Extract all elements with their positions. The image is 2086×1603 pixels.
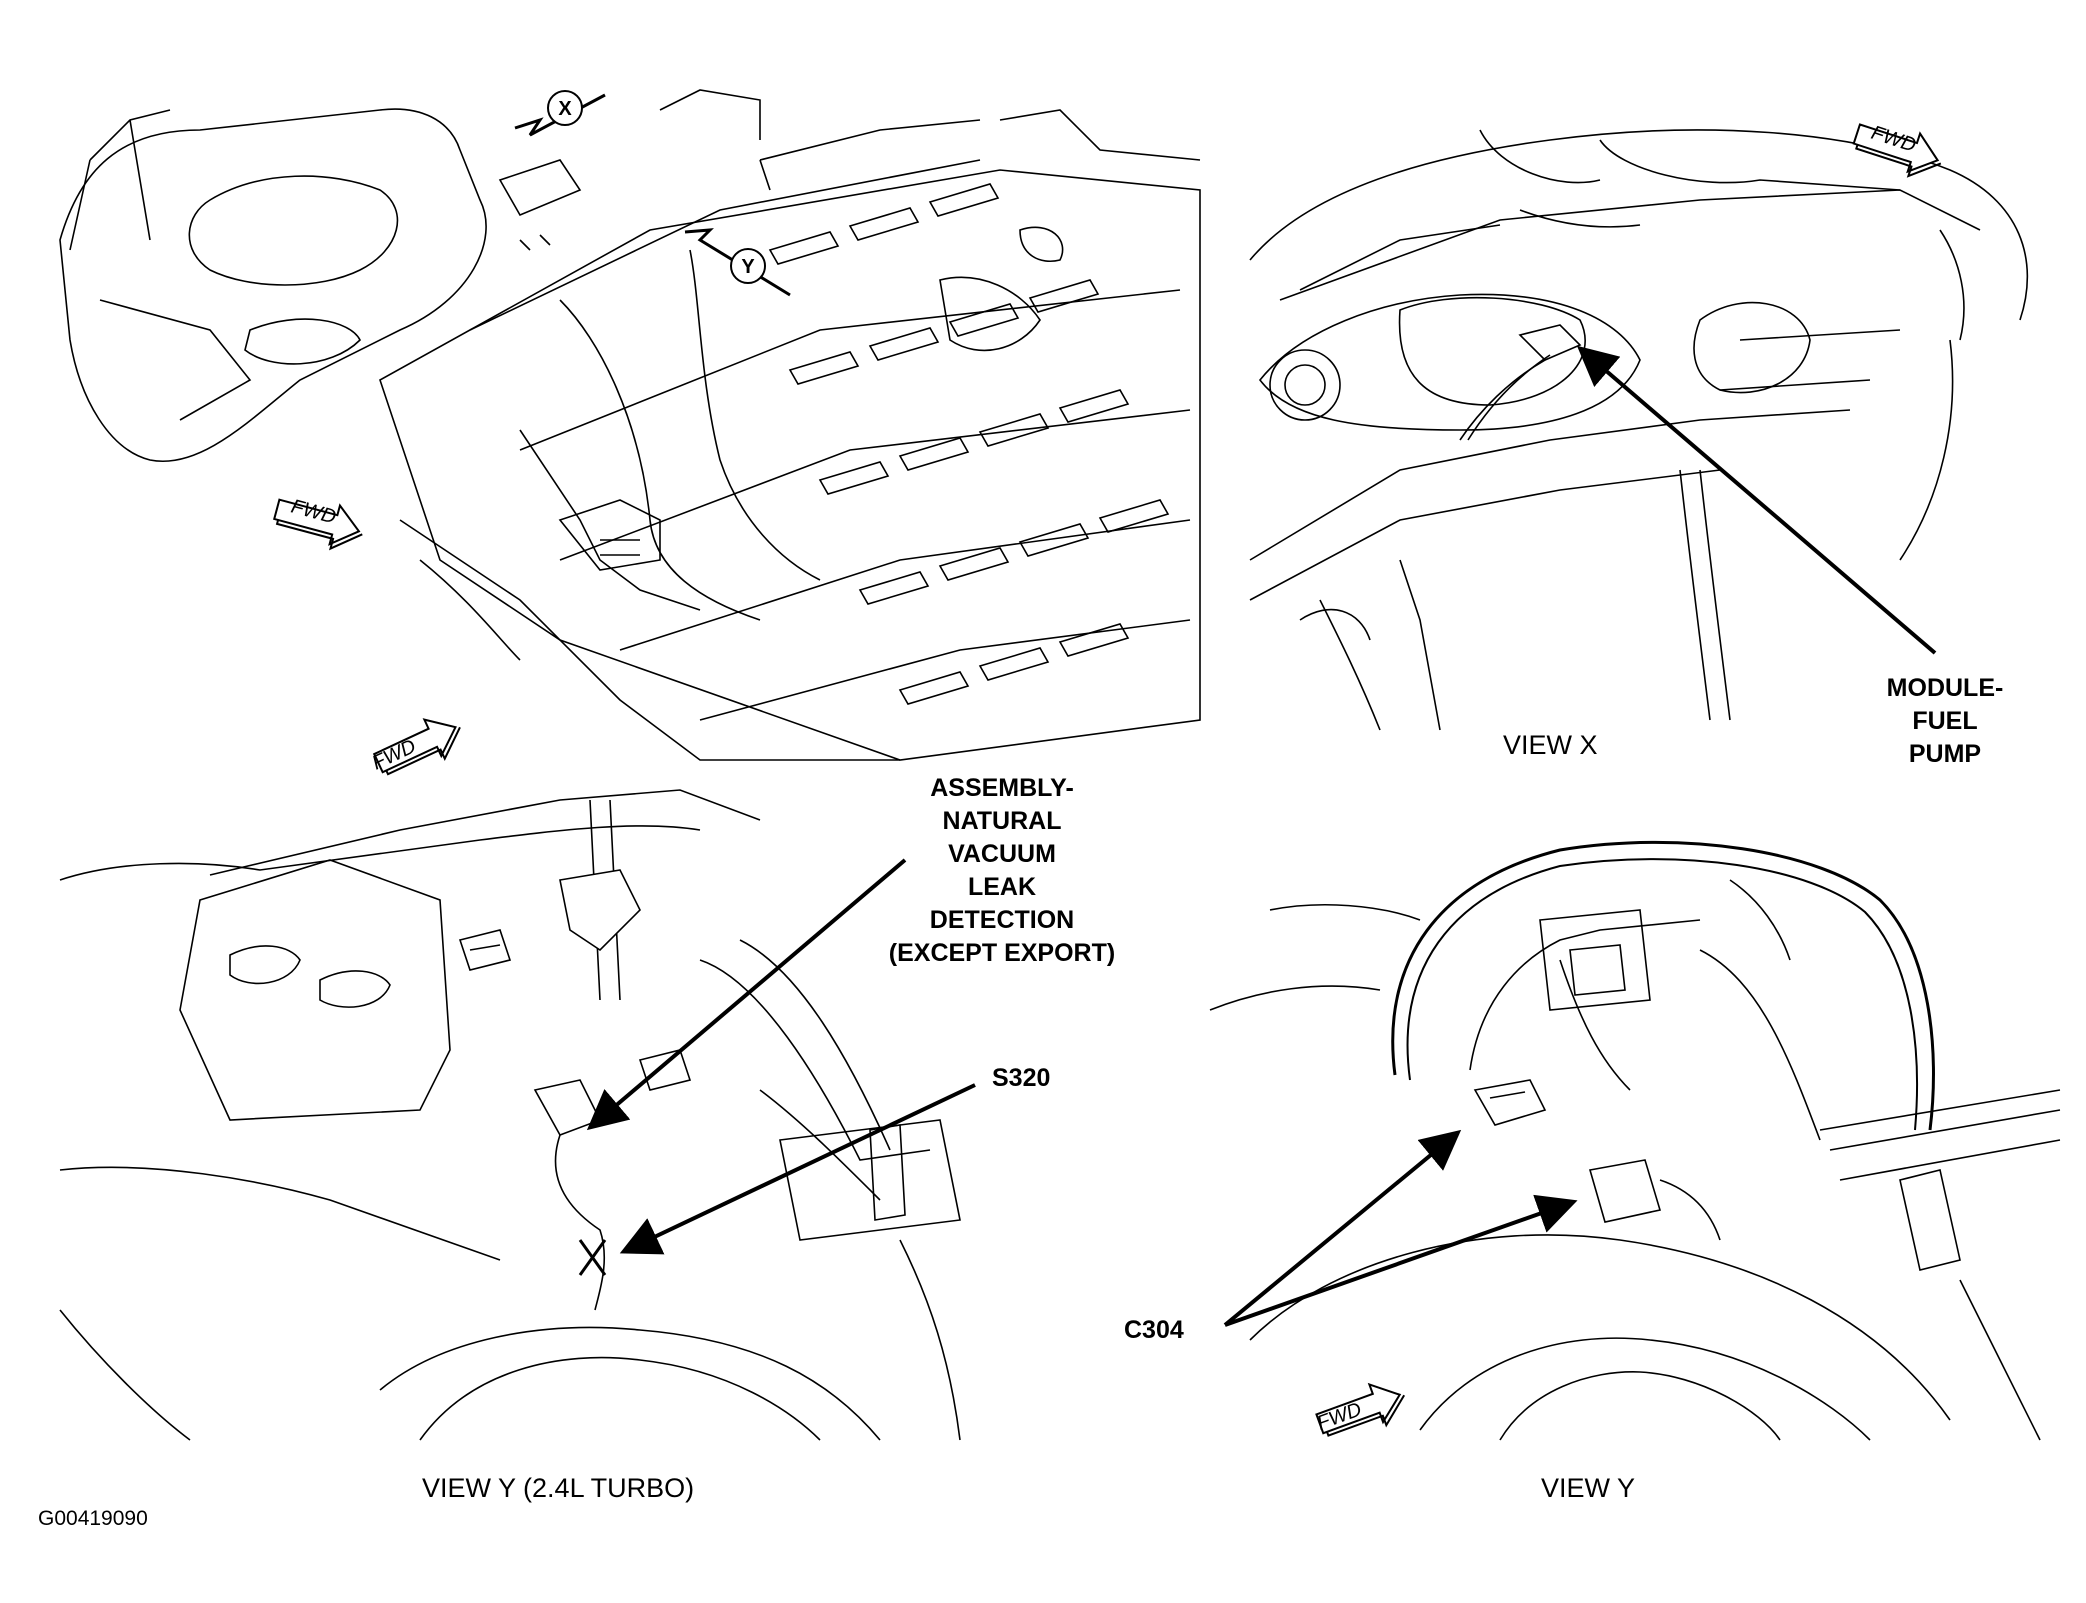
leader-c304-a [1223, 1129, 1462, 1327]
callout-line: MODULE- [1886, 674, 2004, 702]
callout-line: FUEL [1912, 707, 1978, 735]
heat-shield [179, 859, 451, 1121]
view-y-marker [684, 228, 791, 297]
nvld-connector [533, 1079, 602, 1136]
callout-line: LEAK [967, 873, 1037, 901]
view-label-y-turbo: VIEW Y (2.4L TURBO) [422, 1473, 695, 1503]
fuel-pump-connector [1518, 324, 1582, 361]
callout-line: DETECTION [929, 906, 1075, 934]
leader-module-fuel-pump [1576, 345, 1937, 655]
leader-s320 [619, 1083, 976, 1255]
c304-connector-a [1473, 1079, 1547, 1126]
view-label-y: VIEW Y [1541, 1473, 1636, 1503]
leader-lines [586, 345, 1937, 1327]
harness-wires [1679, 469, 1731, 721]
splice-s320-mark [578, 1239, 607, 1276]
callout-line: PUMP [1908, 740, 1982, 768]
view-x-marker [514, 90, 606, 137]
floor-ribs [768, 183, 1170, 705]
view-x-marker-label: X [558, 98, 572, 120]
panel-view-y-turbo [59, 789, 961, 1441]
leader-assembly-nvld [586, 858, 907, 1131]
callout-c304: C304 [1124, 1316, 1184, 1344]
fuel-tank-opening [1258, 293, 1641, 431]
view-y-marker-label: Y [741, 256, 755, 278]
view-label-x: VIEW X [1503, 730, 1598, 760]
callout-assembly-nvld: ASSEMBLY- NATURAL VACUUM LEAK DETECTION … [862, 772, 1142, 970]
mounting-bracket [1539, 909, 1651, 1011]
fwd-arrow-label: FWD [369, 735, 420, 774]
callout-line: VACUUM [948, 840, 1056, 868]
harness-arc [1391, 840, 1935, 1131]
c304-connector-b [1588, 1159, 1662, 1223]
callout-s320: S320 [992, 1064, 1051, 1092]
leader-c304-b [1224, 1194, 1578, 1327]
fwd-arrow-label: FWD [1314, 1398, 1364, 1434]
panel-view-y [1209, 840, 2061, 1441]
callout-module-fuel-pump: MODULE- FUEL PUMP [1870, 672, 2020, 771]
callout-line: (EXCEPT EXPORT) [888, 939, 1116, 967]
nvld-connector-upper [559, 869, 641, 952]
panel-underbody-overview [59, 89, 1201, 761]
frame-clip [1899, 1169, 1961, 1271]
panel-view-x [1249, 129, 2029, 731]
figure-id: G00419090 [38, 1507, 148, 1530]
callout-line: NATURAL [942, 807, 1062, 835]
callout-line: ASSEMBLY- [930, 774, 1074, 802]
nvld-harness [554, 1134, 606, 1311]
